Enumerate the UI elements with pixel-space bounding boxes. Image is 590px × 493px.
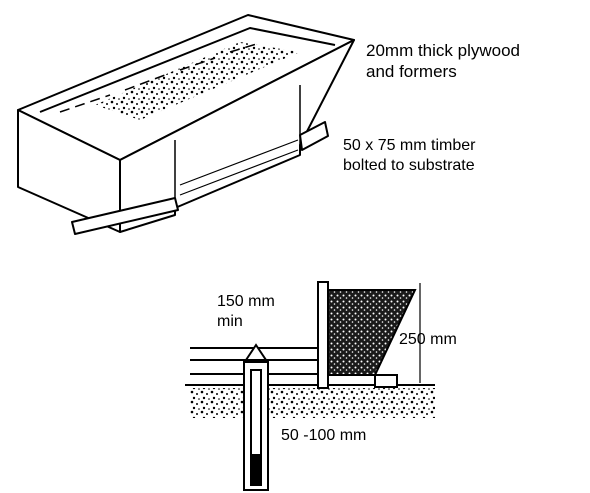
timber-bearer-left [71,197,179,235]
timber-label-line2: bolted to substrate [343,157,475,174]
substrate-line [179,139,299,196]
stake-tip [250,454,262,486]
formwork-box [17,14,355,235]
formwork-inner-edge [39,27,336,113]
stake-cap [244,343,268,361]
plywood-label-line2: and formers [366,62,457,81]
timber-label-line1: 50 x 75 mm timber [343,137,476,154]
min-label-line2: min [217,313,243,330]
formwork-dash-line [59,42,261,113]
plywood-label-line1: 20mm thick plywood [366,41,521,60]
min-label-line1: 150 mm [217,293,275,310]
depth-label: 50 -100 mm [281,427,367,444]
base-timber [374,374,398,388]
timber-bearer-right [299,121,329,151]
formwork-fill [95,42,300,120]
formwork-side-face [119,39,355,233]
section-view [185,281,435,491]
form-board [317,281,329,389]
ground-fill [190,388,435,418]
height-label: 250 mm [399,331,457,348]
